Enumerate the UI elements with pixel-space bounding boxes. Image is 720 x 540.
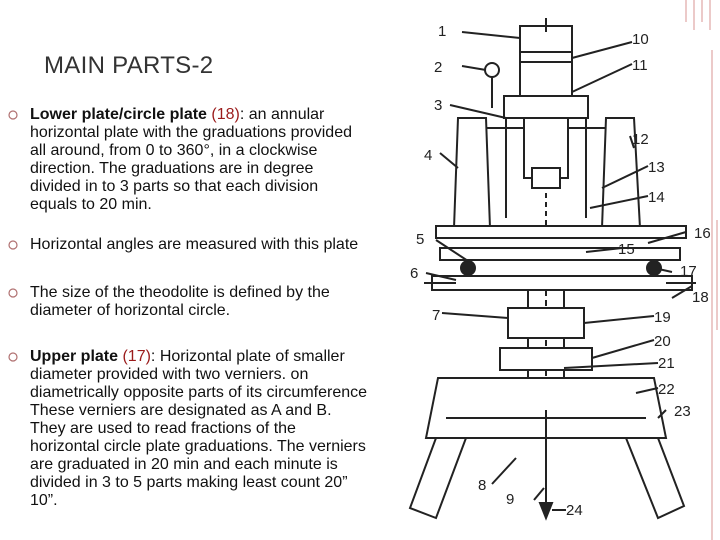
diagram-label: 21 xyxy=(658,355,675,372)
right-border-decoration xyxy=(711,50,718,540)
bullet-body: : an annular horizontal plate with the g… xyxy=(30,106,352,213)
diagram-label: 22 xyxy=(658,381,675,398)
bullet-text: Upper plate (17): Horizontal plate of sm… xyxy=(30,348,394,510)
diagram-label: 3 xyxy=(434,97,442,114)
diagram-label: 11 xyxy=(632,57,648,74)
diagram-label: 20 xyxy=(654,333,671,350)
bullet-list: Lower plate/circle plate (18): an annula… xyxy=(8,96,394,516)
diagram-label: 14 xyxy=(648,189,665,206)
diagram-label: 18 xyxy=(692,289,709,306)
diagram-label: 12 xyxy=(632,131,649,148)
bullet-body: : Horizontal plate of smaller diameter p… xyxy=(30,348,368,509)
bullet-text: Lower plate/circle plate (18): an annula… xyxy=(30,106,394,214)
diagram-label: 6 xyxy=(410,265,418,282)
part-ref: (17) xyxy=(122,348,151,365)
diagram-label: 2 xyxy=(434,59,442,76)
bullet-marker-icon xyxy=(8,240,18,250)
part-ref: (18) xyxy=(211,106,240,123)
bullet-marker-icon xyxy=(8,352,18,362)
bullet-lead: Upper plate xyxy=(30,348,123,365)
bullet-marker-icon xyxy=(8,110,18,120)
diagram-label: 23 xyxy=(674,403,691,420)
bullet-text: Horizontal angles are measured with this… xyxy=(30,236,359,253)
bullet-text: The size of the theodolite is defined by… xyxy=(30,284,330,319)
diagram-labels: 1 2 3 4 5 6 7 8 9 10 11 12 13 14 15 16 1… xyxy=(410,23,711,519)
diagram-label: 10 xyxy=(632,31,649,48)
slide-title: MAIN PARTS-2 xyxy=(44,52,214,79)
diagram-label: 8 xyxy=(478,477,486,494)
diagram-label: 16 xyxy=(694,225,711,242)
diagram-label: 4 xyxy=(424,147,432,164)
diagram-label: 1 xyxy=(438,23,446,40)
diagram-label: 24 xyxy=(566,502,583,519)
diagram-label: 19 xyxy=(654,309,671,326)
diagram-drawing xyxy=(408,18,696,521)
corner-decoration xyxy=(685,0,711,30)
theodolite-diagram: 1 2 3 4 5 6 7 8 9 10 11 12 13 14 15 16 1… xyxy=(408,18,711,521)
diagram-label: 13 xyxy=(648,159,665,176)
diagram-label: 9 xyxy=(506,491,514,508)
bullet-lead: Lower plate/circle plate xyxy=(30,106,212,123)
bullet-marker-icon xyxy=(8,288,18,298)
diagram-label: 15 xyxy=(618,241,635,258)
diagram-label: 17 xyxy=(680,263,697,280)
diagram-label: 5 xyxy=(416,231,424,248)
diagram-label: 7 xyxy=(432,307,440,324)
